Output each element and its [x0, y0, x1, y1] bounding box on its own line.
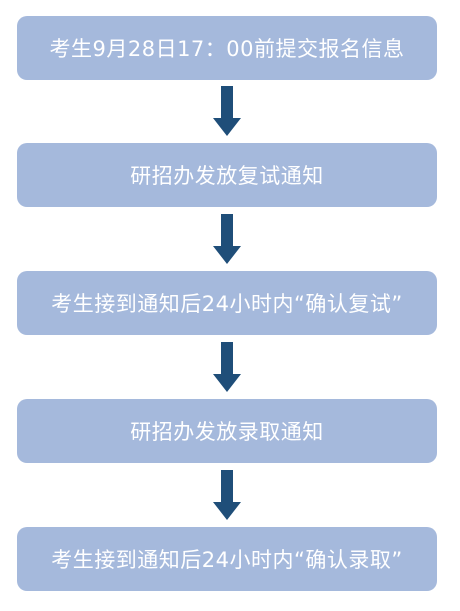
- step-retest-notice: 研招办发放复试通知: [17, 143, 437, 207]
- down-arrow-icon: [213, 214, 241, 264]
- step-admission-notice: 研招办发放录取通知: [17, 399, 437, 463]
- down-arrow-icon: [213, 470, 241, 520]
- down-arrow-icon: [213, 342, 241, 392]
- down-arrow-icon: [213, 86, 241, 136]
- step-confirm-retest: 考生接到通知后24小时内“确认复试”: [17, 271, 437, 335]
- step-submit-registration: 考生9月28日17：00前提交报名信息: [17, 16, 437, 80]
- step-confirm-admission: 考生接到通知后24小时内“确认录取”: [17, 527, 437, 591]
